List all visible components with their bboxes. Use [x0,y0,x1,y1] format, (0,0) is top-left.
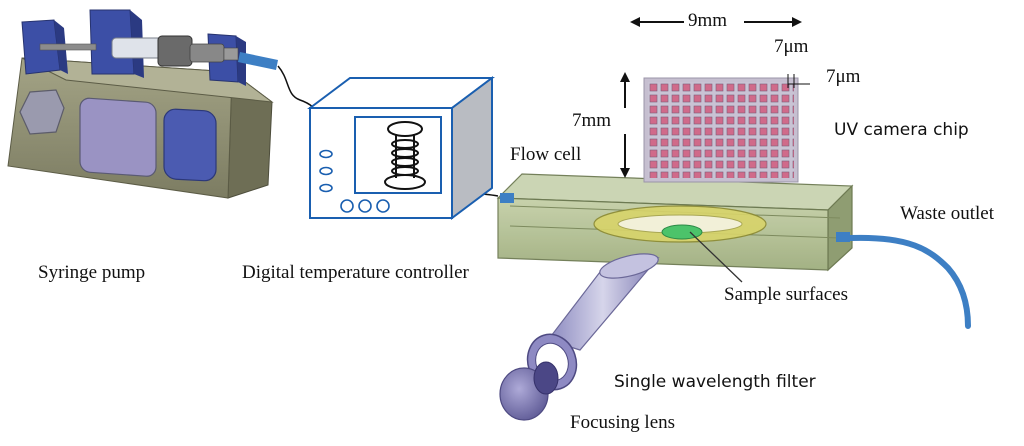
label-flow-cell: Flow cell [510,144,582,165]
syringe-pump [7,9,278,199]
flow-cell [496,173,854,272]
label-chip-height: 7mm [572,110,612,131]
temperature-controller [307,76,495,220]
label-temperature-controller: Digital temperature controller [242,262,469,283]
label-pixel-height: 7μm [826,66,861,87]
label-focusing-lens: Focusing lens [570,412,676,433]
waste-tube [847,234,971,329]
uv-camera-chip [643,77,799,183]
dimension-arrows [620,17,810,178]
label-waste-outlet: Waste outlet [900,203,994,224]
focusing-lens [499,361,559,421]
sample-leader-line [689,231,743,283]
label-syringe-pump: Syringe pump [38,262,146,283]
label-uv-camera-chip: UV camera chip [834,120,969,140]
label-sample-surfaces: Sample surfaces [724,284,848,305]
label-chip-width: 9mm [688,10,728,31]
label-pixel-width: 7μm [774,36,809,57]
label-single-wavelength-filter: Single wavelength filter [614,372,816,392]
